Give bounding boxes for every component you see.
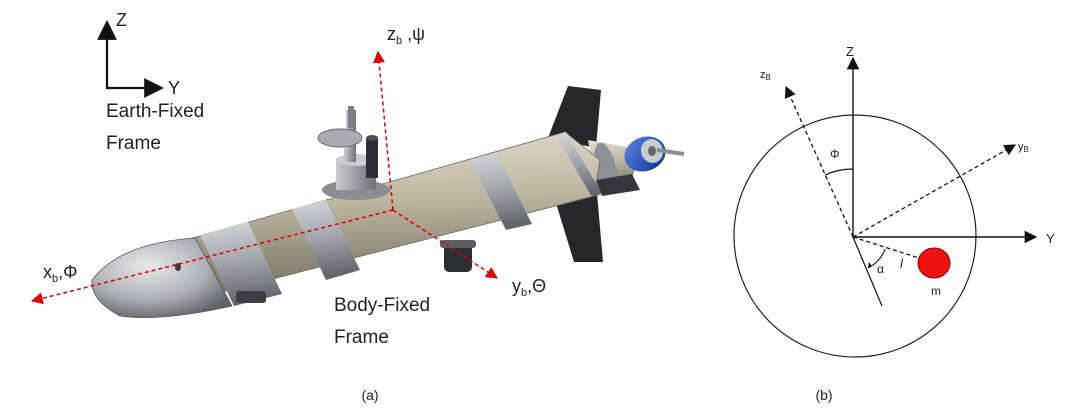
phi-label: Φ	[830, 147, 840, 161]
z-axis-label: Z	[846, 44, 854, 59]
phi-arc	[824, 168, 854, 176]
lower-fin	[556, 193, 603, 262]
zb-axis-label: zB	[760, 69, 771, 82]
ventral-pod-rear	[444, 244, 472, 272]
body-frame-label-line1: Body-Fixed	[334, 295, 430, 316]
earth-frame-label-line1: Earth-Fixed	[106, 101, 204, 122]
yb-axis	[852, 144, 1017, 238]
nose-port	[175, 263, 181, 271]
nose-cone	[91, 237, 233, 319]
length-label: l	[900, 256, 904, 271]
earth-z-label: Z	[116, 10, 127, 30]
yb-axis-label: yB	[1018, 141, 1029, 154]
reference-line	[852, 236, 883, 307]
panel-b: Z Y zB yB Φ α l m (b)	[733, 44, 1055, 403]
zb-axis	[784, 85, 854, 238]
earth-fixed-frame: Z Y Earth-Fixed Frame	[97, 10, 204, 154]
body-z-label: zb ,ψ	[387, 24, 425, 47]
alpha-arrowhead	[868, 262, 872, 268]
upper-fin	[548, 86, 601, 148]
mass-offset-line	[852, 236, 920, 259]
body-x-axis	[30, 209, 394, 305]
moving-mass	[917, 247, 951, 279]
y-axis-label: Y	[1046, 231, 1055, 246]
earth-y-label: Y	[168, 78, 180, 98]
earth-frame-label-line2: Frame	[106, 133, 161, 154]
caption-a: (a)	[361, 387, 378, 403]
caption-b: (b)	[815, 387, 832, 403]
panel-a: Z Y Earth-Fixed Frame	[30, 10, 685, 403]
ventral-pod-front	[236, 291, 266, 303]
cross-section-circle	[733, 114, 977, 358]
hull-band-middle	[292, 200, 360, 280]
mass-label: m	[931, 284, 941, 298]
antenna-dish	[317, 128, 363, 148]
body-x-label: xb,Φ	[43, 262, 78, 285]
thruster	[624, 136, 685, 172]
stern-fin	[596, 174, 640, 196]
hull-band-front	[200, 222, 282, 306]
hull-band-rear	[470, 153, 532, 230]
auv-vehicle	[91, 86, 685, 319]
ventral-pod-mount	[440, 240, 476, 248]
body-fixed-frame: zb ,ψ xb,Φ yb,Θ Body-Fixed Frame	[30, 24, 546, 348]
body-z-axis	[373, 50, 394, 211]
hull-band-tail	[556, 132, 602, 197]
dorsal-mast	[317, 106, 390, 200]
body-y-label: yb,Θ	[512, 276, 546, 299]
body-frame-label-line2: Frame	[334, 327, 389, 348]
alpha-label: α	[877, 262, 884, 276]
